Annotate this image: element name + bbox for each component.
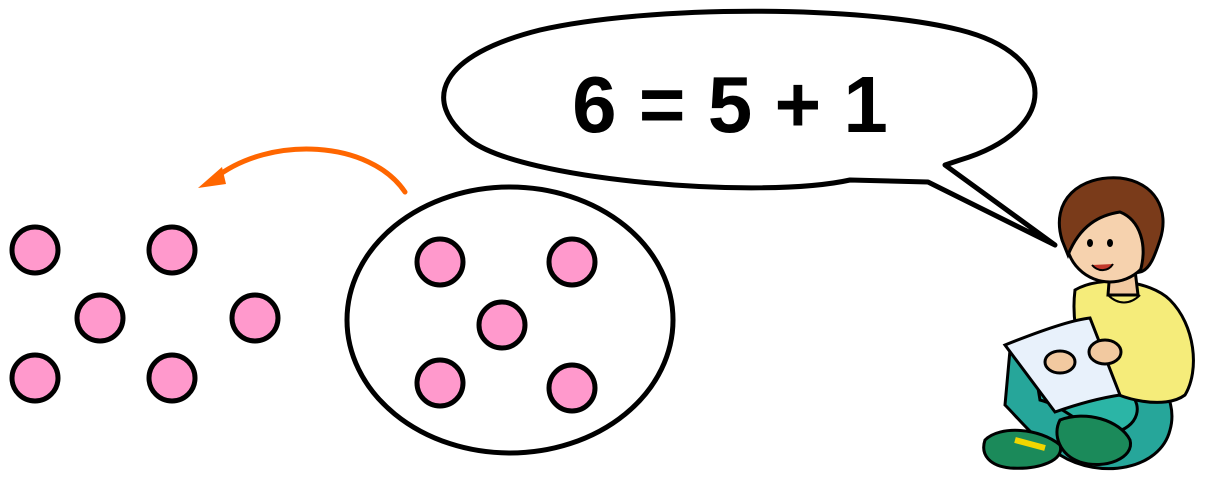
- child-mouth: [1091, 263, 1114, 272]
- counter: [9, 352, 61, 404]
- speech-bubble-shape: [441, 8, 1058, 248]
- equation-text: 6 = 5 + 1: [572, 60, 888, 149]
- child-hair: [1057, 176, 1165, 274]
- counter: [414, 357, 466, 409]
- counter: [146, 224, 198, 276]
- counter: [229, 292, 281, 344]
- child-shoe-left: [982, 428, 1063, 470]
- counter: [546, 362, 598, 414]
- child-eye-left: [1087, 239, 1093, 247]
- counter: [74, 292, 126, 344]
- child-hand-right: [1087, 338, 1123, 366]
- counter: [414, 236, 466, 288]
- child-reading-illustration: [982, 176, 1195, 471]
- outside-counters: [9, 224, 281, 404]
- speech-bubble: 6 = 5 + 1: [441, 8, 1058, 248]
- grouped-counters: [344, 184, 676, 456]
- child-eye-right: [1107, 239, 1113, 247]
- child-shoe-strap: [1014, 437, 1046, 451]
- counter: [146, 352, 198, 404]
- arrow-head: [198, 167, 226, 188]
- child-shoe-right: [1055, 414, 1132, 467]
- child-collar: [1107, 294, 1141, 304]
- move-arrow: [198, 146, 408, 195]
- child-hand-left: [1043, 349, 1077, 375]
- counter: [546, 236, 598, 288]
- counter: [9, 224, 61, 276]
- arrow-curve: [212, 146, 408, 195]
- counter: [476, 299, 528, 351]
